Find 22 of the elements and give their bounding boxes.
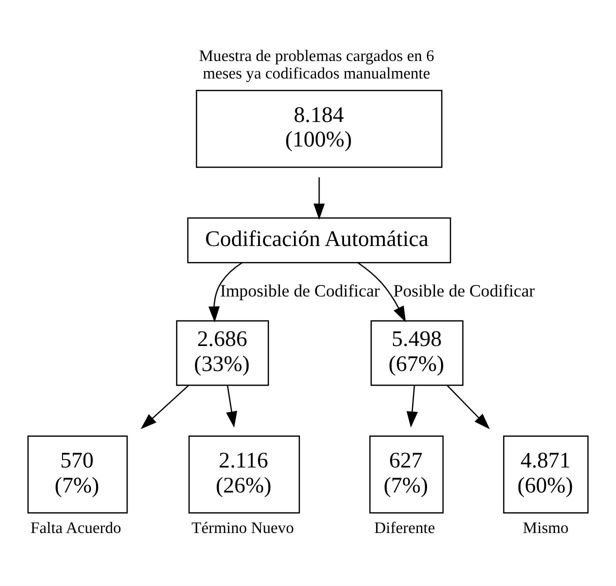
node-box: 570 (7%): [27, 435, 128, 514]
arrow: [314, 177, 325, 220]
node-label: Término Nuevo: [192, 520, 294, 538]
arrow: [208, 262, 242, 323]
edge-label: Imposible de Codificar: [220, 281, 380, 300]
node-label: Falta Acuerdo: [30, 520, 122, 538]
node-box: 627 (7%): [369, 435, 444, 514]
node-label: Muestra de problemas cargados en 6 meses ya codificados manualmente: [198, 48, 434, 83]
node-box: 5.498 (67%): [370, 320, 464, 386]
node-box: 2.116 (26%): [188, 435, 300, 514]
node-box: 8.184 (100%): [196, 90, 442, 168]
arrow: [226, 385, 238, 428]
node-box: 2.686 (33%): [176, 320, 269, 386]
arrow: [140, 384, 189, 430]
edge-label: Posible de Codificar: [393, 281, 535, 300]
node-label: Diferente: [374, 520, 436, 538]
node-label: Mismo: [522, 520, 569, 538]
node-box: Codificación Automática: [187, 217, 452, 264]
arrow: [406, 385, 418, 428]
arrow: [446, 384, 490, 430]
node-box: 4.871 (60%): [503, 435, 589, 514]
arrow: [358, 262, 406, 322]
